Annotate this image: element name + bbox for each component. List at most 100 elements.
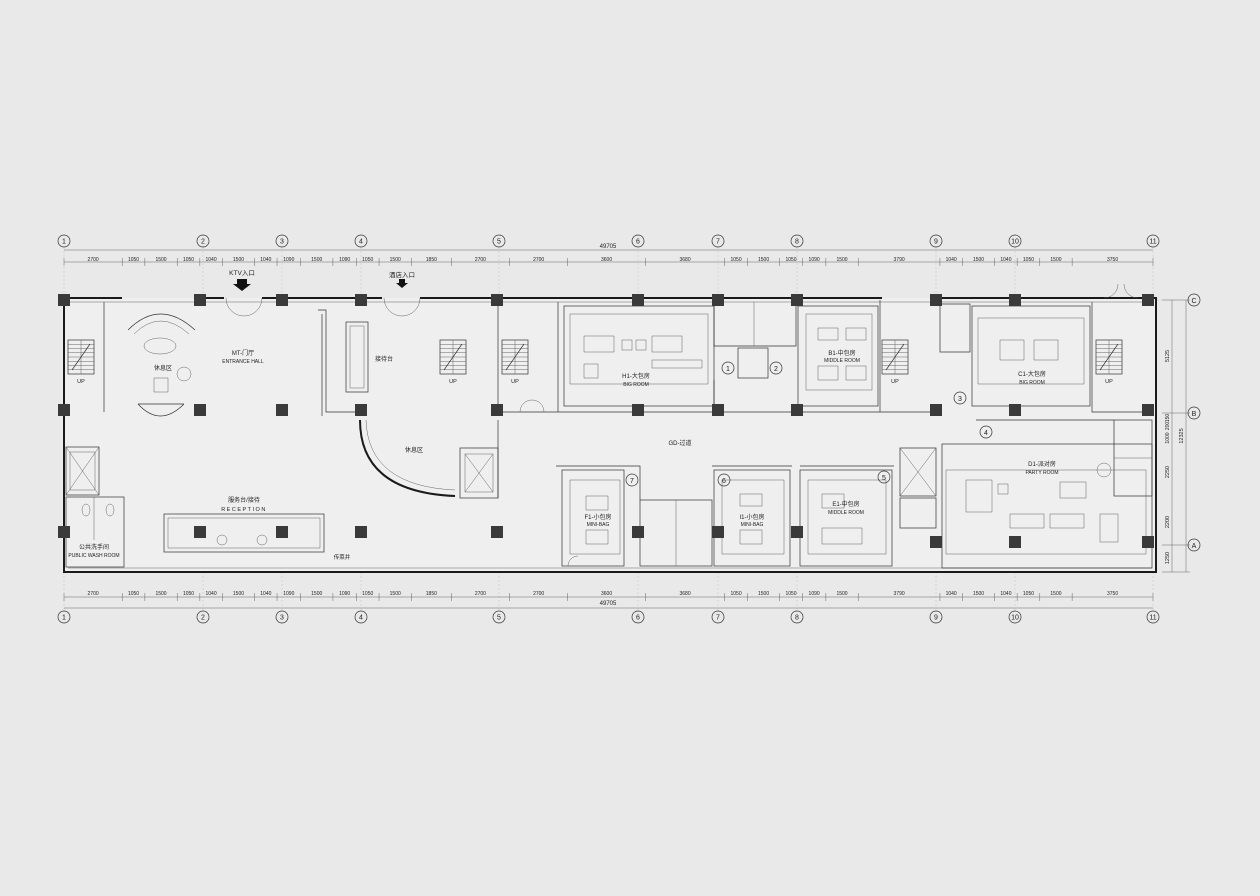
stair-up-label-4: UP	[891, 379, 899, 385]
column	[491, 404, 503, 416]
dim-segment-1: 2700	[88, 257, 99, 263]
dim-segment-29: 3750	[1107, 257, 1118, 263]
dim-segment-24: 1040	[946, 257, 957, 263]
axis-11: 11	[1149, 615, 1156, 622]
ktv-entrance-label: KTV入口	[229, 269, 255, 277]
dim-segment-22: 1500	[836, 591, 847, 597]
dim-segment-25: 1500	[973, 257, 984, 263]
axis-8: 8	[795, 615, 799, 622]
dim-segment-25: 1500	[973, 591, 984, 597]
entrance-markers: KTV入口 酒店入口	[229, 269, 415, 291]
axis-bubble	[790, 234, 804, 248]
axis-9: 9	[934, 239, 938, 246]
party-room-label: D1-派对房	[1028, 460, 1056, 468]
column	[355, 526, 367, 538]
column	[930, 294, 942, 306]
hotel-entrance-label: 酒店入口	[389, 270, 415, 279]
axis-2: 2	[201, 615, 205, 622]
dim-segment-19: 1500	[758, 591, 769, 597]
lounge-label-a: 休息区	[154, 364, 172, 372]
axis-bubble	[790, 610, 804, 624]
dim-segment-17: 3680	[679, 257, 690, 263]
axis-7: 7	[716, 615, 720, 622]
axis-bubble	[1146, 610, 1160, 624]
column	[1009, 536, 1021, 548]
dim-segment-6: 1500	[233, 257, 244, 263]
column	[712, 404, 724, 416]
column	[194, 526, 206, 538]
bottom-dimension-chain: 49705 2700 1050 1500 1050 1040 1500 1040 1090 15…	[63, 591, 1154, 609]
hotel-entrance-arrow-icon	[396, 279, 408, 288]
furniture	[81, 313, 1119, 546]
interior-walls	[65, 300, 1153, 569]
middle-room-b1-label: B1-中包房	[828, 349, 855, 357]
column	[276, 404, 288, 416]
outer-walls	[62, 297, 1157, 573]
axis-bubble	[354, 610, 368, 624]
entrance-hall-label-en: ENTRANCE HALL	[222, 359, 264, 365]
column	[712, 294, 724, 306]
column	[194, 404, 206, 416]
axis-bubble	[929, 234, 943, 248]
big-room-h1-label-en: BIG ROOM	[623, 382, 649, 388]
column	[491, 294, 503, 306]
axis-bubble	[196, 610, 210, 624]
dim-segment-15: 2700	[533, 257, 544, 263]
axis-bubble	[929, 610, 943, 624]
dim-segment-18: 1050	[730, 591, 741, 597]
dim-right-1: 5125	[1165, 350, 1171, 362]
mini-bag-i1-label-en: MINI-BAG	[741, 522, 764, 528]
column	[58, 404, 70, 416]
axis-bubble	[711, 234, 725, 248]
axis-9: 9	[934, 615, 938, 622]
big-room-c1-label: C1-大包房	[1018, 370, 1046, 378]
axis-4: 4	[359, 239, 363, 246]
dim-segment-9: 1500	[311, 591, 322, 597]
dim-segment-3: 1500	[155, 257, 166, 263]
right-axis-bubbles: C B A	[1153, 293, 1201, 552]
axis-10: 10	[1011, 239, 1019, 246]
dim-segment-23: 3790	[894, 591, 905, 597]
axis-bubble	[1008, 234, 1022, 248]
axis-B: B	[1192, 411, 1197, 418]
stair-up-label-5: UP	[1105, 379, 1113, 385]
reception-label-en: RECEPTION	[221, 507, 267, 513]
column	[355, 294, 367, 306]
total-dimension-bottom: 49705	[600, 601, 617, 607]
dim-segment-11: 1050	[362, 591, 373, 597]
axis-6: 6	[636, 615, 640, 622]
dim-segment-13: 1850	[426, 257, 437, 263]
dim-segment-26: 1040	[1000, 591, 1011, 597]
column	[930, 404, 942, 416]
axis-7: 7	[716, 239, 720, 246]
axis-5: 5	[497, 615, 501, 622]
column	[194, 294, 206, 306]
dim-segment-2: 1050	[128, 591, 139, 597]
dim-segment-10: 1090	[339, 591, 350, 597]
entrance-hall-label: MT-门厅	[232, 349, 254, 357]
axis-10: 10	[1011, 615, 1019, 622]
dim-segment-2: 1050	[128, 257, 139, 263]
column	[276, 526, 288, 538]
axis-bubble	[196, 234, 210, 248]
dim-right-4: 1000	[1165, 432, 1171, 443]
dim-segment-14: 2700	[475, 591, 486, 597]
dim-segment-29: 3750	[1107, 591, 1118, 597]
dim-segment-4: 1050	[183, 591, 194, 597]
axis-bubble	[275, 610, 289, 624]
dim-right-total: 12325	[1179, 428, 1185, 443]
column	[632, 294, 644, 306]
dim-segment-10: 1090	[339, 257, 350, 263]
pantry-label: 传菜井	[334, 553, 351, 561]
dim-segment-19: 1500	[758, 257, 769, 263]
column	[712, 526, 724, 538]
dim-segment-7: 1040	[260, 591, 271, 597]
dim-segment-13: 1850	[426, 591, 437, 597]
column	[1009, 294, 1021, 306]
marker-1: 1	[726, 366, 730, 373]
big-room-h1-label: H1-大包房	[622, 372, 650, 380]
axis-bubble	[631, 610, 645, 624]
dim-segment-6: 1500	[233, 591, 244, 597]
column	[276, 294, 288, 306]
